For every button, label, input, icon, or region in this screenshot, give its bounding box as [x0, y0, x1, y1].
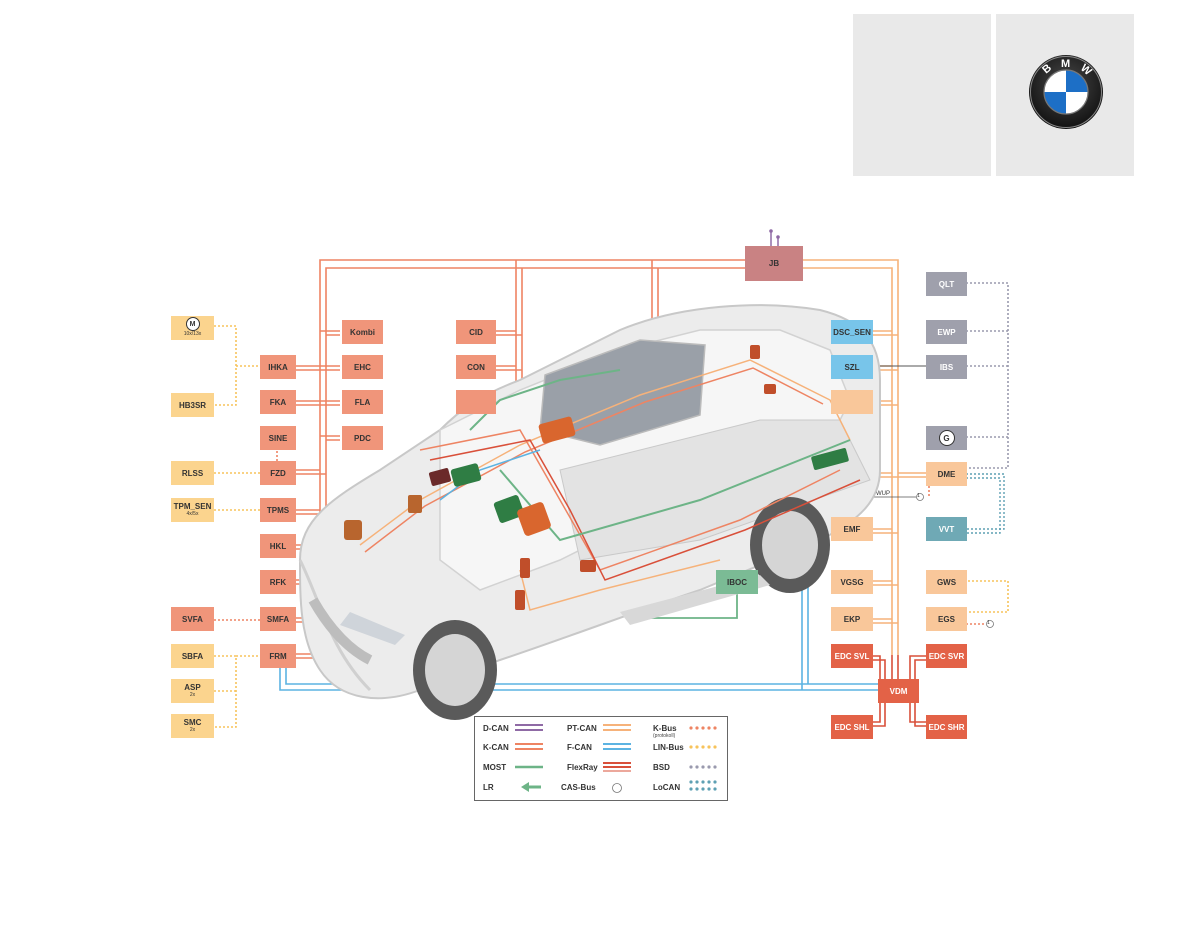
legend-kbus-swatch — [689, 726, 717, 730]
smc-count: 2x — [189, 726, 196, 733]
asp-label: ASP — [184, 682, 201, 692]
bmw-logo: B M W — [1029, 55, 1103, 129]
ecu-ewp[interactable]: EWP — [926, 320, 967, 344]
ecu-fka[interactable]: FKA — [260, 390, 296, 414]
ecu-rlss[interactable]: RLSS — [171, 461, 214, 485]
legend-kcan-label: K-CAN — [483, 743, 509, 752]
legend-kbus-label: K-Bus — [653, 724, 677, 733]
ecu-sbfa[interactable]: SBFA — [171, 644, 214, 668]
ecu-jb[interactable]: JB — [745, 246, 803, 281]
ecu-tpms[interactable]: TPMS — [260, 498, 296, 522]
flexray-wiring — [872, 655, 928, 727]
ecu-motor[interactable]: M 10x/13x — [171, 316, 214, 340]
ecu-edc-shr[interactable]: EDC SHR — [926, 715, 967, 739]
legend-casbus-label: CAS-Bus — [561, 783, 596, 792]
ecu-unlabeled-stub — [456, 390, 496, 414]
legend-dcan-label: D-CAN — [483, 724, 509, 733]
ecu-vvt[interactable]: VVT — [926, 517, 967, 541]
header-panel-left — [853, 14, 991, 176]
cas-connector-dme: 1 — [917, 493, 920, 499]
ecu-stub-pt — [831, 390, 873, 414]
ecu-emf[interactable]: EMF — [831, 517, 873, 541]
tpm-sen-count: 4x/5x — [186, 510, 199, 517]
legend-casbus-swatch — [612, 783, 622, 793]
jb-antenna — [770, 231, 779, 246]
car-modules — [344, 345, 849, 610]
kbus-wiring — [214, 447, 986, 625]
ecu-ihka[interactable]: IHKA — [260, 355, 296, 379]
locan-wiring — [966, 473, 1005, 534]
ecu-fla[interactable]: FLA — [342, 390, 383, 414]
legend-bsd-swatch — [689, 765, 717, 769]
linbus-wiring — [214, 325, 1009, 728]
legend-locan-label: LoCAN — [653, 783, 681, 792]
cas-connector-egs: 1 — [987, 620, 990, 626]
legend-locan-swatch — [689, 780, 717, 791]
ecu-qlt[interactable]: QLT — [926, 272, 967, 296]
car-illustration — [298, 304, 881, 720]
ecu-smfa[interactable]: SMFA — [260, 607, 296, 631]
legend-kbus-sub: (protokoll) — [653, 733, 676, 739]
ecu-hb3sr[interactable]: HB3SR — [171, 393, 214, 417]
wup-label: WUP — [876, 491, 890, 497]
asp-count: 2x — [189, 691, 196, 698]
ecu-smc[interactable]: SMC 2x — [171, 714, 214, 738]
ecu-szl[interactable]: SZL — [831, 355, 873, 379]
smc-label: SMC — [183, 717, 202, 727]
ecu-egs[interactable]: EGS — [926, 607, 967, 631]
ecu-pdc[interactable]: PDC — [342, 426, 383, 450]
legend-lr-label: LR — [483, 783, 494, 792]
ecu-kombi[interactable]: Kombi — [342, 320, 383, 344]
ecu-sine[interactable]: SINE — [260, 426, 296, 450]
legend-linbus-label: LIN-Bus — [653, 743, 684, 752]
legend-lr-swatch — [521, 782, 541, 792]
ecu-edc-svl[interactable]: EDC SVL — [831, 644, 873, 668]
svg-text:M: M — [1061, 58, 1070, 70]
legend-kcan-swatch — [515, 743, 543, 750]
ecu-edc-shl[interactable]: EDC SHL — [831, 715, 873, 739]
legend-linbus-swatch — [689, 745, 717, 749]
legend-flexray-swatch — [603, 762, 631, 772]
ecu-svfa[interactable]: SVFA — [171, 607, 214, 631]
ecu-ehc[interactable]: EHC — [342, 355, 383, 379]
legend-ptcan-swatch — [603, 724, 631, 731]
ecu-ekp[interactable]: EKP — [831, 607, 873, 631]
legend-most-swatch — [515, 765, 543, 769]
legend-fcan-swatch — [603, 743, 631, 750]
ecu-iboc[interactable]: IBOC — [716, 570, 758, 594]
ecu-gws[interactable]: GWS — [926, 570, 967, 594]
motor-count: 10x/13x — [183, 331, 202, 337]
ecu-generator[interactable]: G — [926, 426, 967, 450]
motor-icon: M — [185, 317, 200, 331]
ecu-vgsg[interactable]: VGSG — [831, 570, 873, 594]
car-harness — [359, 359, 861, 611]
ecu-edc-svr[interactable]: EDC SVR — [926, 644, 967, 668]
ecu-rfk[interactable]: RFK — [260, 570, 296, 594]
ecu-fzd[interactable]: FZD — [260, 461, 296, 485]
legend-ptcan-label: PT-CAN — [567, 724, 597, 733]
ecu-vdm[interactable]: VDM — [878, 679, 919, 703]
ecu-dsc-sen[interactable]: DSC_SEN — [831, 320, 873, 344]
legend-most-label: MOST — [483, 763, 507, 772]
ecu-hkl[interactable]: HKL — [260, 534, 296, 558]
ptcan-wiring — [803, 259, 928, 655]
ecu-cid[interactable]: CID — [456, 320, 496, 344]
bus-legend: D-CAN K-CAN MOST LR PT-CAN F-CAN FlexRay… — [474, 716, 728, 801]
legend-flexray-label: FlexRay — [567, 763, 598, 772]
ecu-dme[interactable]: DME — [926, 462, 967, 486]
ecu-ibs[interactable]: IBS — [926, 355, 967, 379]
ecu-tpm-sen[interactable]: TPM_SEN 4x/5x — [171, 498, 214, 522]
ecu-con[interactable]: CON — [456, 355, 496, 379]
ecu-frm[interactable]: FRM — [260, 644, 296, 668]
generator-icon: G — [938, 430, 955, 446]
fcan-wiring — [279, 580, 880, 691]
legend-fcan-label: F-CAN — [567, 743, 592, 752]
tpm-sen-label: TPM_SEN — [173, 501, 212, 511]
legend-bsd-label: BSD — [653, 763, 670, 772]
bsd-wiring — [966, 282, 1009, 469]
ecu-asp[interactable]: ASP 2x — [171, 679, 214, 703]
legend-dcan-swatch — [515, 724, 543, 731]
